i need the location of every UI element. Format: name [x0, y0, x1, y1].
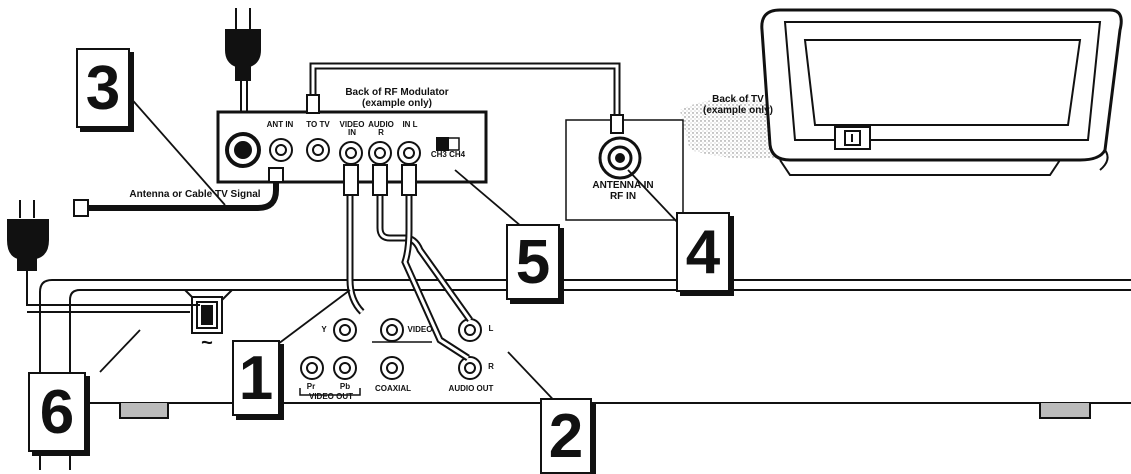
dvd-video-label: VIDEO — [407, 325, 433, 334]
dvd-r-label: R — [488, 362, 494, 371]
audio-l-label: IN L — [402, 120, 418, 129]
antenna-signal-label: Antenna or Cable TV Signal — [129, 189, 261, 200]
rf-modulator-subtitle: (example only) — [361, 97, 433, 109]
audio-r-label: AUDIO R — [368, 120, 394, 138]
dvd-pb-label: Pb — [339, 382, 351, 391]
step-1-box: 1 — [232, 340, 280, 416]
tv-antenna-in-label: ANTENNA IN RF IN — [585, 180, 661, 202]
dvd-jacks — [299, 318, 482, 396]
step-2-box: 2 — [540, 398, 592, 474]
video-in-label: VIDEO IN — [339, 120, 365, 138]
tv-subtitle: (example only) — [702, 104, 774, 116]
dvd-pr-label: Pr — [306, 382, 316, 391]
rf-modulator-title: Back of RF Modulator (example only) — [322, 87, 472, 109]
tv-title: Back of TV (example only) — [683, 94, 793, 116]
tv-set — [760, 8, 1123, 176]
dvd-l-label: L — [488, 324, 494, 333]
rf-modulator-title-text: Back of RF Modulator — [345, 87, 449, 98]
leader-lines — [99, 94, 681, 413]
dvd-audio-out-label: AUDIO OUT — [448, 384, 494, 393]
coax-cable-to-tv — [306, 62, 624, 134]
channel-switch-label: CH3 CH4 — [430, 150, 466, 159]
ant-in-label: ANT IN — [266, 120, 294, 129]
tv-antenna-in-text: ANTENNA IN — [592, 180, 654, 191]
ac-symbol: ~ — [201, 332, 213, 354]
dvd-power-inlet — [184, 289, 233, 334]
av-cables — [343, 164, 473, 361]
dvd-y-label: Y — [321, 325, 327, 334]
step-3-box: 3 — [76, 48, 130, 128]
tv-rf-in-text: RF IN — [609, 190, 637, 202]
dvd-power-plug — [7, 200, 200, 313]
tv-input-panel — [565, 119, 684, 221]
antenna-signal-cable — [73, 167, 284, 217]
step-4-box: 4 — [676, 212, 730, 292]
step-5-box: 5 — [506, 224, 560, 300]
to-tv-label: TO TV — [306, 120, 330, 129]
dvd-video-out-label: VIDEO OUT — [308, 392, 353, 401]
tv-title-text: Back of TV — [712, 94, 764, 105]
dvd-coaxial-label: COAXIAL — [375, 384, 411, 393]
step-6-box: 6 — [28, 372, 86, 452]
